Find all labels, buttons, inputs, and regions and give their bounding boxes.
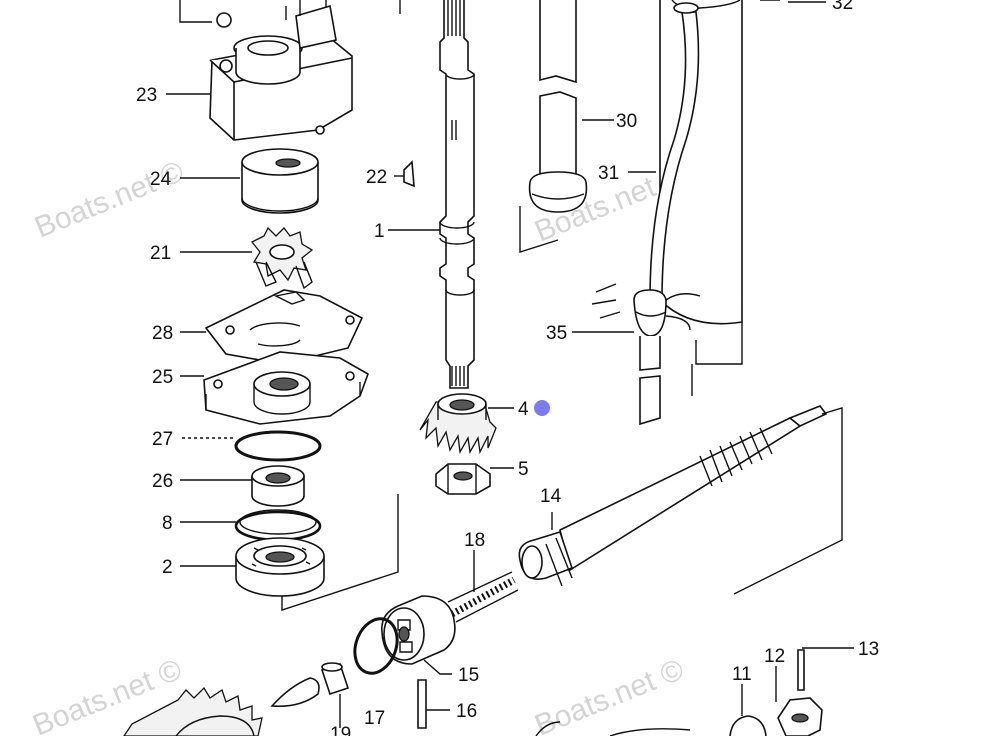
callout-23: 23 <box>136 85 157 106</box>
callout-26: 26 <box>152 471 173 492</box>
callout-4: 4 <box>518 399 529 420</box>
callout-32: 32 <box>832 0 853 14</box>
pinion-gear-part <box>419 393 497 455</box>
cursor-indicator <box>534 400 550 416</box>
pin-part <box>417 679 427 729</box>
callout-30: 30 <box>616 111 637 132</box>
callout-5: 5 <box>518 459 529 480</box>
grommet-part <box>633 289 701 426</box>
prop-nut-part <box>777 697 823 736</box>
callout-14: 14 <box>540 486 562 507</box>
washer-part <box>729 715 767 736</box>
o-ring-part <box>234 430 322 462</box>
callout-24: 24 <box>150 169 172 190</box>
spring-part <box>447 571 519 623</box>
cotter-pin-part <box>797 649 805 691</box>
callout-2: 2 <box>162 557 173 578</box>
callout-22: 22 <box>366 167 387 188</box>
clutch-part <box>381 595 456 665</box>
housing-part <box>659 0 780 396</box>
impeller-part <box>250 226 314 290</box>
callout-19: 19 <box>330 724 351 736</box>
pump-body-part <box>203 351 369 425</box>
gasket-plate-part <box>204 289 364 365</box>
callout-25: 25 <box>152 367 173 388</box>
watermark: Boats.net © <box>530 653 688 736</box>
ball-bearing-part <box>235 537 325 597</box>
plunger-part <box>270 662 350 708</box>
propeller-hub-part <box>609 728 691 736</box>
callout-11: 11 <box>732 664 752 685</box>
callout-27: 27 <box>152 429 173 450</box>
key-part <box>403 160 415 188</box>
bearing-part <box>251 465 305 507</box>
pump-case-part <box>179 0 353 141</box>
callout-17: 17 <box>364 708 385 729</box>
callout-28: 28 <box>152 323 173 344</box>
callout-15: 15 <box>458 665 479 686</box>
callout-1: 1 <box>374 221 385 242</box>
callout-35: 35 <box>546 323 567 344</box>
ring-part <box>234 509 322 542</box>
clip-ring-part <box>353 617 399 675</box>
callout-31: 31 <box>598 163 619 184</box>
callout-12: 12 <box>764 646 785 667</box>
seal-cup-part <box>241 148 319 214</box>
propeller-shaft-part <box>518 405 828 587</box>
callout-8: 8 <box>162 513 173 534</box>
callout-16: 16 <box>456 701 477 722</box>
forward-gear-part <box>123 686 263 736</box>
callout-18: 18 <box>464 530 485 551</box>
nut-part <box>435 463 491 495</box>
drive-shaft-part <box>439 0 475 389</box>
callout-13: 13 <box>858 639 879 660</box>
water-tube-part <box>528 0 588 213</box>
callout-21: 21 <box>150 243 171 264</box>
